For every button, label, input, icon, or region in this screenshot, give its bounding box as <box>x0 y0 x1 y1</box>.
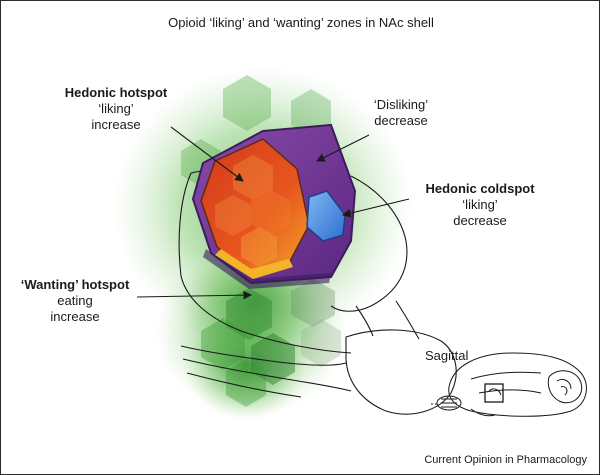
wanting-hotspot-heading: ‘Wanting’ hotspot <box>20 277 130 292</box>
hedonic-hotspot-heading: Hedonic hotspot <box>64 85 168 100</box>
figure-title: Opioid ‘liking’ and ‘wanting’ zones in N… <box>168 15 434 30</box>
wanting-hotspot-label: ‘Wanting’ hotspot eating increase <box>5 277 145 325</box>
disliking-label: ‘Disliking’ decrease <box>351 97 451 129</box>
sagittal-label: Sagittal <box>425 348 469 363</box>
sagittal-brain-inset <box>431 352 587 417</box>
leader-arrows <box>136 126 410 300</box>
wanting-hotspot-line2: increase <box>50 309 100 324</box>
hedonic-coldspot-label: Hedonic coldspot ‘liking’ decrease <box>405 181 555 229</box>
disliking-line1: ‘Disliking’ <box>373 97 429 112</box>
hedonic-coldspot-heading: Hedonic coldspot <box>425 181 535 196</box>
hedonic-coldspot-line2: decrease <box>453 213 507 228</box>
hedonic-coldspot-line1: ‘liking’ <box>462 197 498 212</box>
journal-credit: Current Opinion in Pharmacology <box>424 454 587 466</box>
brain-outline <box>178 170 457 415</box>
wanting-zone <box>113 66 413 421</box>
hedonic-hotspot-zone <box>200 138 310 279</box>
hedonic-hotspot-line2: increase <box>91 117 141 132</box>
hedonic-hotspot-label: Hedonic hotspot ‘liking’ increase <box>41 85 191 133</box>
hedonic-coldspot-zone <box>306 190 346 242</box>
hedonic-hotspot-line1: ‘liking’ <box>98 101 134 116</box>
disliking-line2: decrease <box>374 113 428 128</box>
wanting-hotspot-line1: eating <box>57 293 93 308</box>
